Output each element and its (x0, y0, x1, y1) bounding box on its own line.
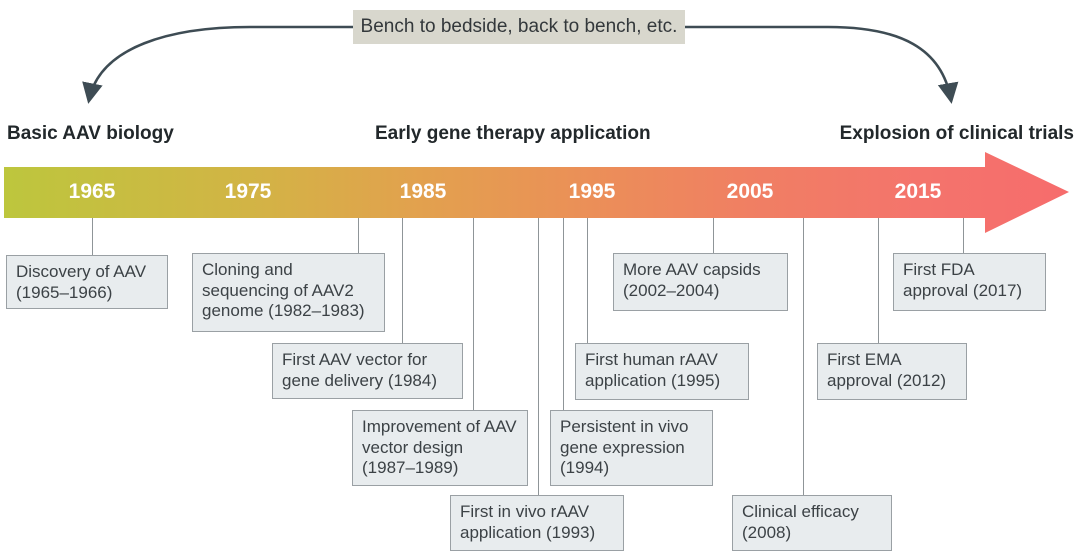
event-box-first-aav-vector: First AAV vector for gene delivery (1984… (272, 343, 463, 399)
event-box-more-aav-capsids: More AAV capsids (2002–2004) (613, 253, 788, 311)
year-label-1975: 1975 (224, 180, 272, 203)
connector-discovery (92, 218, 93, 255)
event-box-first-human-raav: First human rAAV application (1995) (575, 343, 749, 400)
connector-clinical (803, 218, 804, 495)
event-box-first-fda-approval: First FDA approval (2017) (893, 253, 1046, 311)
bench-to-bedside-banner: Bench to bedside, back to bench, etc. (353, 10, 685, 44)
year-label-1985: 1985 (399, 180, 447, 203)
year-label-2015: 2015 (894, 180, 942, 203)
year-label-2005: 2005 (726, 180, 774, 203)
event-box-first-ema-approval: First EMA approval (2012) (817, 343, 967, 400)
connector-fda (963, 218, 964, 253)
connector-first-human (587, 218, 588, 343)
year-label-1995: 1995 (568, 180, 616, 203)
event-box-persistent-expression: Persistent in vivo gene expression (1994… (550, 410, 713, 486)
loop-arrow-right (685, 25, 959, 104)
event-box-first-invivo-raav: First in vivo rAAV application (1993) (450, 495, 624, 551)
connector-persistent (563, 218, 564, 410)
year-label-1965: 1965 (68, 180, 116, 203)
event-box-discovery-of-aav: Discovery of AAV (1965–1966) (6, 255, 168, 309)
section-header-clinical-trials: Explosion of clinical trials (839, 123, 1074, 144)
event-box-cloning-sequencing: Cloning and sequencing of AAV2 genome (1… (192, 253, 385, 332)
connector-ema (878, 218, 879, 343)
connector-cloning (358, 218, 359, 253)
section-header-early-gene-therapy: Early gene therapy application (375, 123, 651, 144)
event-box-clinical-efficacy: Clinical efficacy (2008) (732, 495, 892, 551)
connector-capsids (713, 218, 714, 253)
connector-first-vector (402, 218, 403, 343)
connector-improvement (473, 218, 474, 410)
connector-first-invivo (538, 218, 539, 495)
event-box-vector-design: Improvement of AAV vector design (1987–1… (352, 410, 528, 486)
loop-arrow-left (82, 25, 353, 104)
section-header-basic-aav-biology: Basic AAV biology (7, 123, 174, 144)
